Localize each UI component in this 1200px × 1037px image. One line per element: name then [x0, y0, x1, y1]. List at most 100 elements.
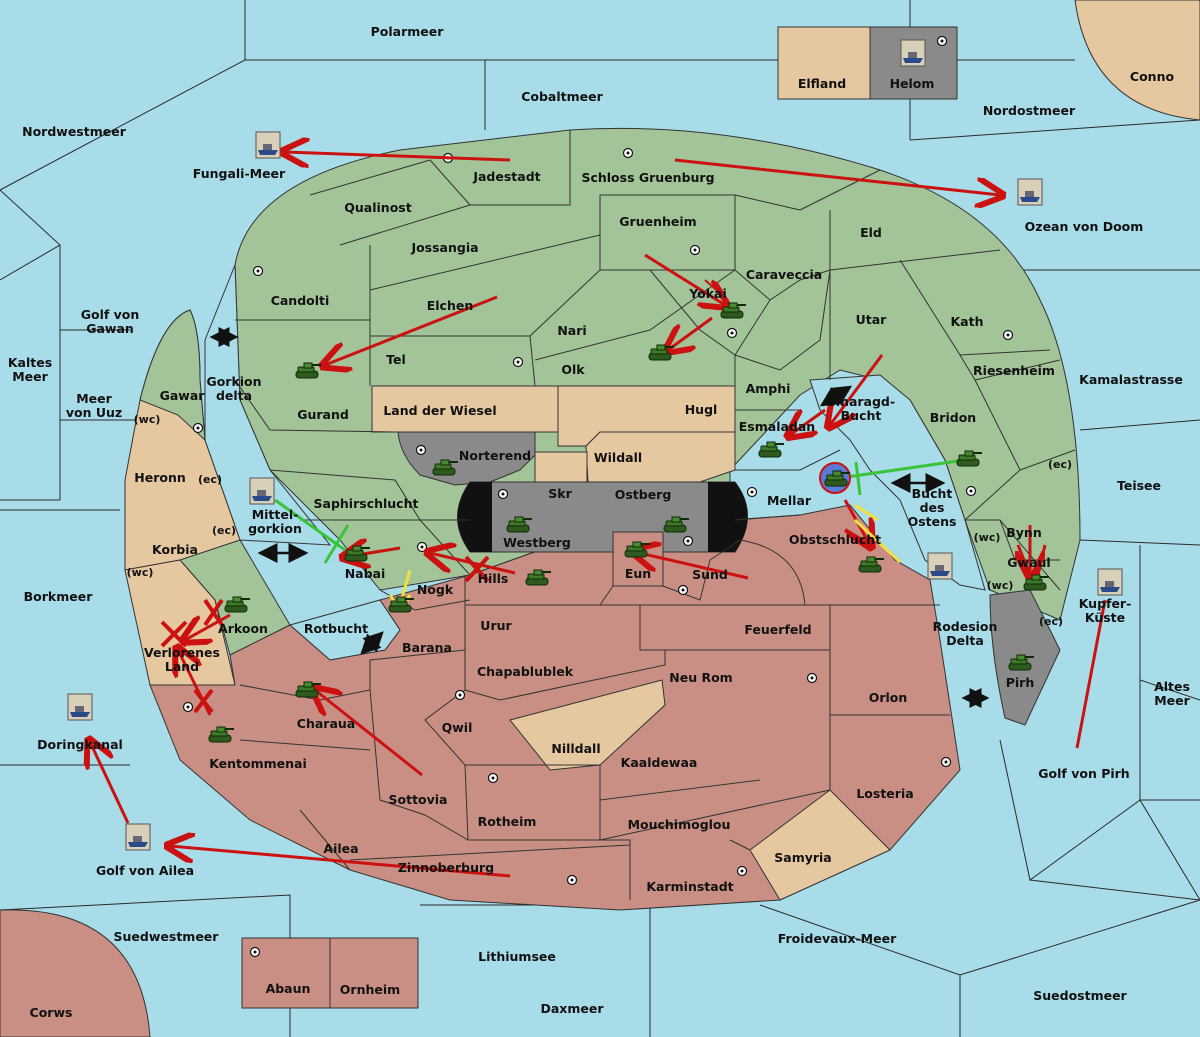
- territory-norterend[interactable]: [397, 431, 536, 486]
- label--wc-: (wc): [987, 579, 1014, 592]
- label-cobaltmeer: Cobaltmeer: [521, 89, 603, 104]
- label-eld: Eld: [860, 225, 882, 240]
- label-elchen: Elchen: [427, 298, 474, 313]
- label-skr: Skr: [548, 486, 572, 501]
- canal-west: [457, 482, 492, 552]
- label-gruenheim: Gruenheim: [619, 214, 696, 229]
- territory-corws[interactable]: [0, 909, 151, 1037]
- label--ec-: (ec): [212, 524, 236, 537]
- label-nordostmeer: Nordostmeer: [983, 103, 1076, 118]
- label-charaua: Charaua: [297, 716, 355, 731]
- label-heronn: Heronn: [134, 470, 186, 485]
- label-ostberg: Ostberg: [615, 487, 672, 502]
- label--ec-: (ec): [1048, 458, 1072, 471]
- label-kamalastrasse: Kamalastrasse: [1079, 372, 1183, 387]
- territory-land-der-wiesel[interactable]: [371, 385, 559, 433]
- dislodged-marks: [160, 528, 872, 714]
- label-land-der-wiesel: Land der Wiesel: [383, 403, 496, 418]
- label--wc-: (wc): [974, 531, 1001, 544]
- label-sottovia: Sottovia: [389, 792, 448, 807]
- label-gawar: Gawar: [160, 388, 206, 403]
- label-bynn: Bynn: [1006, 525, 1041, 540]
- label-conno: Conno: [1130, 69, 1175, 84]
- fleet-unit: [67, 693, 93, 721]
- label-fungali-meer: Fungali-Meer: [193, 166, 286, 181]
- label-obstschlucht: Obstschlucht: [789, 532, 881, 547]
- label-mellar: Mellar: [767, 493, 812, 508]
- label-abaun: Abaun: [266, 981, 311, 996]
- label-qwil: Qwil: [442, 720, 473, 735]
- label-hugl: Hugl: [685, 402, 718, 417]
- label-suedostmeer: Suedostmeer: [1033, 988, 1127, 1003]
- label-riesenheim: Riesenheim: [973, 363, 1055, 378]
- label-olk: Olk: [561, 362, 585, 377]
- territory-samyria[interactable]: [749, 789, 891, 901]
- label-daxmeer: Daxmeer: [540, 1001, 604, 1016]
- label--ec-: (ec): [198, 473, 222, 486]
- label-ozean-von-doom: Ozean von Doom: [1025, 219, 1144, 234]
- label-yokai: Yokai: [688, 286, 727, 301]
- territory-conno[interactable]: [1074, 0, 1200, 121]
- label-elfland: Elfland: [798, 76, 846, 91]
- label-caraveccia: Caraveccia: [746, 267, 822, 282]
- label-nari: Nari: [557, 323, 586, 338]
- label-borkmeer: Borkmeer: [24, 589, 94, 604]
- support-orders: [274, 458, 966, 564]
- label-schloss-gruenburg: Schloss Gruenburg: [581, 170, 714, 185]
- label-rotbucht: Rotbucht: [304, 621, 368, 636]
- fleet-unit: [1097, 568, 1123, 596]
- label-mouchimoglou: Mouchimoglou: [628, 817, 731, 832]
- label-korbia: Korbia: [152, 542, 198, 557]
- label-golf-von-pirh: Golf von Pirh: [1038, 766, 1129, 781]
- label-samyria: Samyria: [774, 850, 832, 865]
- label-suedwestmeer: Suedwestmeer: [114, 929, 220, 944]
- territory-ornheim[interactable]: [329, 937, 419, 1009]
- label-qualinost: Qualinost: [344, 200, 411, 215]
- label-kaaldewaa: Kaaldewaa: [621, 755, 698, 770]
- label-helom: Helom: [890, 76, 935, 91]
- territory-nilldall[interactable]: [509, 679, 666, 771]
- territory-elfland[interactable]: [777, 26, 871, 100]
- label-sund: Sund: [692, 567, 728, 582]
- label-golf-von-ailea: Golf von Ailea: [96, 863, 194, 878]
- label-ailea: Ailea: [323, 841, 358, 856]
- label-kentommenai: Kentommenai: [209, 756, 307, 771]
- label-jadestadt: Jadestadt: [472, 169, 540, 184]
- label-nabai: Nabai: [345, 566, 386, 581]
- label-esmaladan: Esmaladan: [739, 419, 815, 434]
- label-neu-rom: Neu Rom: [669, 670, 732, 685]
- territory-gawar[interactable]: [139, 309, 206, 442]
- label-kath: Kath: [951, 314, 984, 329]
- fleet-unit: [900, 39, 926, 67]
- adjacency-arrows: [209, 327, 990, 708]
- label-nogk: Nogk: [417, 582, 454, 597]
- canal-east: [708, 482, 748, 552]
- label-mittel-gorkion: Mittel-gorkion: [248, 507, 302, 536]
- label-pirh: Pirh: [1006, 675, 1035, 690]
- label-utar: Utar: [856, 312, 888, 327]
- label-feuerfeld: Feuerfeld: [744, 622, 811, 637]
- label-candolti: Candolti: [271, 293, 330, 308]
- label-nilldall: Nilldall: [551, 741, 600, 756]
- label-nordwestmeer: Nordwestmeer: [22, 124, 127, 139]
- label-kupfer-k-ste: Kupfer-Küste: [1079, 596, 1132, 625]
- label-polarmeer: Polarmeer: [371, 24, 445, 39]
- fleet-unit: [927, 552, 953, 580]
- label-norterend: Norterend: [459, 448, 531, 463]
- fleet-unit: [255, 131, 281, 159]
- label-corws: Corws: [30, 1005, 73, 1020]
- fleet-unit: [1017, 178, 1043, 206]
- label-bridon: Bridon: [930, 410, 976, 425]
- label-jossangia: Jossangia: [410, 240, 478, 255]
- label-smaragd-bucht: Smaragd-Bucht: [827, 394, 895, 423]
- label-gwaul: Gwaul: [1007, 555, 1050, 570]
- label-lithiumsee: Lithiumsee: [478, 949, 556, 964]
- fleet-unit: [125, 823, 151, 851]
- label-karminstadt: Karminstadt: [646, 879, 733, 894]
- label-wildall: Wildall: [594, 450, 642, 465]
